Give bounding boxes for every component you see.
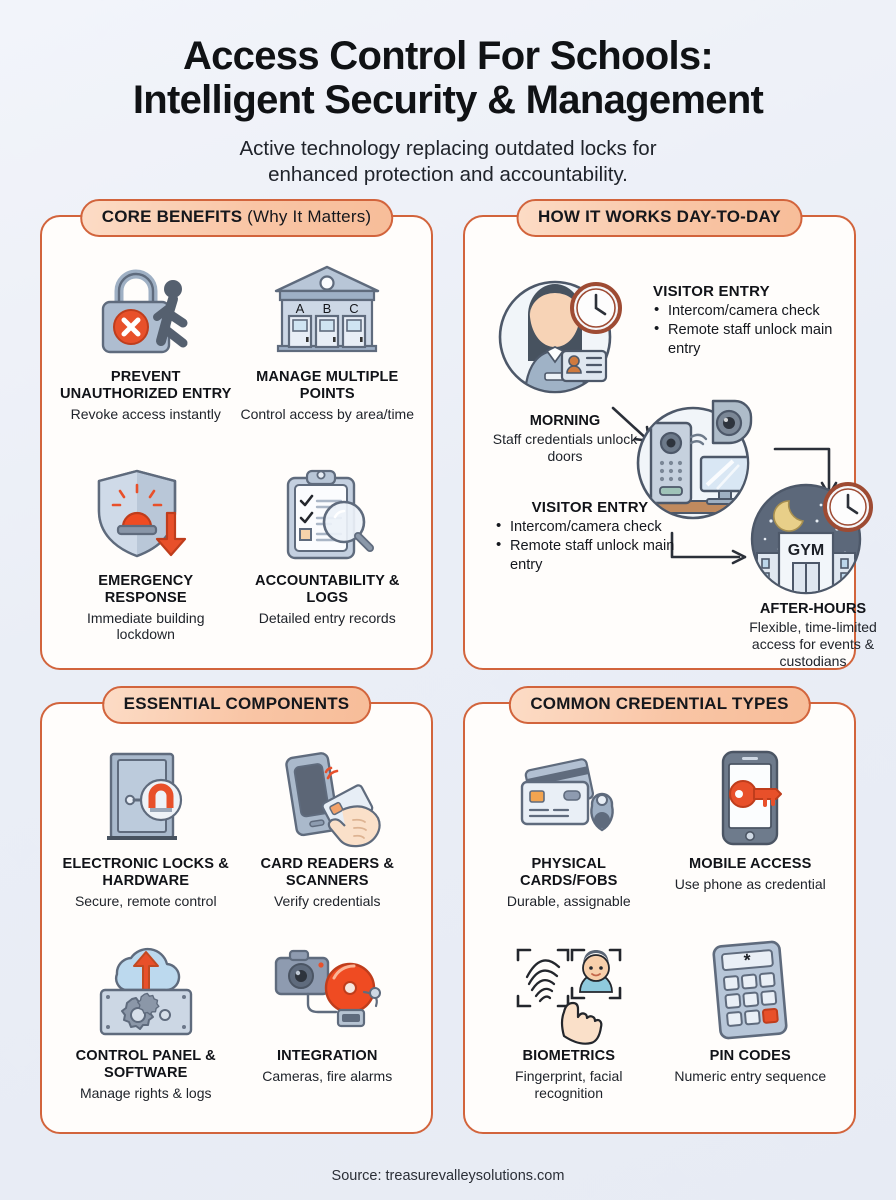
night-gym-clock-icon: GYM	[749, 477, 875, 599]
item-desc: Revoke access instantly	[70, 406, 221, 423]
card-header-strong: CORE BENEFITS	[101, 207, 243, 227]
card-header-strong: ESSENTIAL COMPONENTS	[123, 694, 350, 714]
item-accountability-logs: ACCOUNTABILITY & LOGS Detailed entry rec…	[240, 455, 416, 653]
node-label-title: AFTER-HOURS	[759, 601, 867, 618]
item-control-panel: CONTROL PANEL & SOFTWARE Manage rights &…	[58, 930, 234, 1116]
gym-sign-label: GYM	[788, 542, 824, 559]
item-biometrics: BIOMETRICS Fingerprint, facial recogniti…	[481, 930, 657, 1116]
item-emergency-response: EMERGENCY RESPONSE Immediate building lo…	[58, 455, 234, 653]
title-line-1: Access Control For Schools:	[182, 34, 714, 78]
bullet-block-title: VISITOR ENTRY	[531, 499, 649, 517]
item-mobile-access: MOBILE ACCESS Use phone as credential	[663, 738, 839, 924]
item-electronic-locks: ELECTRONIC LOCKS & HARDWARE Secure, remo…	[58, 738, 234, 924]
bullet-item: Remote staff unlock main entry	[653, 320, 863, 357]
control-panel-cloud-icon	[87, 938, 205, 1042]
card-how-it-works: HOW IT WORKS DAY-TO-DAY	[463, 199, 877, 671]
page-header: Access Control For Schools: Intelligent …	[40, 34, 856, 189]
door-maglock-icon	[87, 746, 205, 850]
phone-key-icon	[691, 746, 809, 850]
subtitle-line-1: Active technology replacing outdated loc…	[239, 136, 657, 160]
item-pin-codes: *	[663, 930, 839, 1116]
item-desc: Verify credentials	[273, 893, 381, 910]
item-label: PHYSICAL CARDS/FOBS	[520, 856, 618, 890]
card-header-how-it-works: HOW IT WORKS DAY-TO-DAY	[516, 199, 803, 237]
node-label-title: MORNING	[529, 413, 601, 430]
item-desc: Manage rights & logs	[79, 1085, 212, 1102]
card-header-soft: (Why It Matters)	[242, 207, 372, 227]
bullet-item: Intercom/camera check	[653, 301, 863, 320]
item-label: BIOMETRICS	[522, 1048, 616, 1065]
item-label: CONTROL PANEL & SOFTWARE	[75, 1048, 216, 1082]
card-core-benefits: CORE BENEFITS (Why It Matters)	[40, 199, 433, 671]
bullet-list: Intercom/camera check Remote staff unloc…	[653, 301, 863, 358]
card-header-essential-components: ESSENTIAL COMPONENTS	[101, 686, 372, 724]
core-benefits-items: PREVENT UNAUTHORIZED ENTRY Revoke access…	[58, 251, 415, 652]
lock-no-entry-icon	[87, 259, 205, 363]
bullet-block-visitor-entry-top: VISITOR ENTRY Intercom/camera check Remo…	[653, 283, 863, 359]
card-header-core-benefits: CORE BENEFITS (Why It Matters)	[79, 199, 394, 237]
item-desc: Immediate building lockdown	[86, 609, 205, 643]
bullet-block-title: VISITOR ENTRY	[653, 283, 770, 301]
staff-clock-badge-icon	[495, 275, 625, 401]
item-desc: Use phone as credential	[674, 876, 826, 893]
card-essential-components: ESSENTIAL COMPONENTS	[40, 686, 433, 1135]
item-desc: Control access by area/time	[240, 406, 415, 423]
bullet-item: Intercom/camera check	[495, 517, 685, 536]
door-label-c: C	[350, 301, 359, 316]
cards-fob-icon	[510, 746, 628, 850]
item-label: ELECTRONIC LOCKS & HARDWARE	[62, 856, 229, 890]
card-credential-types: COMMON CREDENTIAL TYPES	[463, 686, 856, 1135]
node-label-desc: Flexible, time-limited access for events…	[749, 619, 877, 669]
shield-alarm-lockdown-icon	[87, 463, 205, 567]
card-reader-hand-icon	[268, 746, 386, 850]
item-manage-multiple-points: A B C MANAGE MULTIPLE POINTS Control acc…	[240, 251, 416, 449]
page-title: Access Control For Schools: Intelligent …	[40, 34, 856, 123]
card-header-strong: HOW IT WORKS DAY-TO-DAY	[538, 207, 781, 227]
door-label-b: B	[323, 301, 332, 316]
day-to-day-flow: MORNING Staff credentials unlock doors V…	[481, 251, 877, 669]
keypad-icon: *	[691, 938, 809, 1042]
item-prevent-unauthorized-entry: PREVENT UNAUTHORIZED ENTRY Revoke access…	[58, 251, 234, 449]
title-line-2: Intelligent Security & Management	[132, 78, 764, 123]
item-desc: Fingerprint, facial recognition	[515, 1068, 623, 1101]
school-multiple-doors-icon: A B C	[268, 259, 386, 363]
essential-components-items: ELECTRONIC LOCKS & HARDWARE Secure, remo…	[58, 738, 415, 1116]
door-label-a: A	[296, 301, 305, 316]
item-label: PIN CODES	[709, 1048, 791, 1065]
clipboard-magnifier-icon	[268, 463, 386, 567]
item-label: INTEGRATION	[276, 1048, 378, 1065]
bullet-item: Remote staff unlock main entry	[495, 536, 685, 573]
bullet-list: Intercom/camera check Remote staff unloc…	[495, 517, 685, 574]
item-desc: Cameras, fire alarms	[262, 1068, 393, 1085]
fingerprint-face-icon	[510, 938, 628, 1045]
subtitle-line-2: enhanced protection and accountability.	[268, 163, 628, 187]
node-label-desc: Staff credentials unlock doors	[492, 431, 638, 465]
item-desc: Numeric entry sequence	[674, 1068, 827, 1085]
cards-grid: CORE BENEFITS (Why It Matters)	[40, 199, 877, 1135]
source-footer: Source: treasurevalleysolutions.com	[331, 1168, 565, 1184]
card-header-credential-types: COMMON CREDENTIAL TYPES	[508, 686, 811, 724]
card-header-strong: COMMON CREDENTIAL TYPES	[530, 694, 789, 714]
item-label: MANAGE MULTIPLE POINTS	[256, 369, 399, 403]
bullet-block-visitor-entry-bottom: VISITOR ENTRY Intercom/camera check Remo…	[495, 499, 685, 575]
item-label: CARD READERS & SCANNERS	[260, 856, 395, 890]
item-desc: Secure, remote control	[74, 893, 217, 910]
camera-fire-alarm-icon	[268, 938, 386, 1042]
item-desc: Detailed entry records	[258, 609, 396, 626]
keypad-star-label: *	[743, 950, 752, 971]
item-label: ACCOUNTABILITY & LOGS	[254, 572, 400, 606]
item-label: MOBILE ACCESS	[689, 856, 812, 873]
item-label: PREVENT UNAUTHORIZED ENTRY	[59, 369, 232, 403]
page-subtitle: Active technology replacing outdated loc…	[40, 136, 856, 189]
credential-types-items: PHYSICAL CARDS/FOBS Durable, assignable	[481, 738, 838, 1116]
intercom-camera-desk-icon	[629, 395, 765, 527]
item-desc: Durable, assignable	[506, 893, 631, 910]
item-card-readers: CARD READERS & SCANNERS Verify credentia…	[240, 738, 416, 924]
item-label: EMERGENCY RESPONSE	[98, 572, 194, 606]
item-integration: INTEGRATION Cameras, fire alarms	[240, 930, 416, 1116]
node-morning: MORNING Staff credentials unlock doors	[485, 413, 645, 465]
item-physical-cards-fobs: PHYSICAL CARDS/FOBS Durable, assignable	[481, 738, 657, 924]
node-after-hours: AFTER-HOURS Flexible, time-limited acces…	[727, 601, 896, 670]
